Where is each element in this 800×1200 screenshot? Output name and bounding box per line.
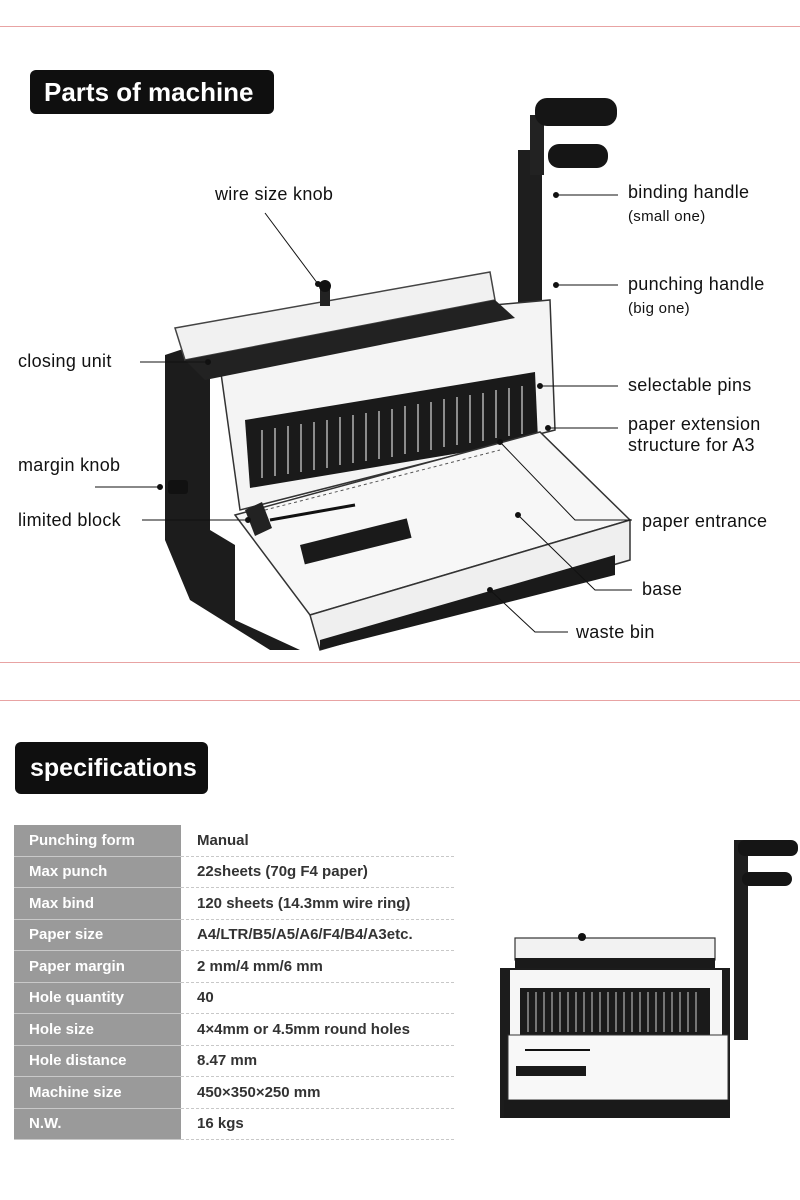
spec-value: 120 sheets (14.3mm wire ring) (181, 887, 454, 920)
spec-value: Manual (181, 825, 454, 857)
spec-value: 16 kgs (181, 1108, 454, 1140)
spec-key: Paper size (14, 919, 181, 951)
table-row: N.W.16 kgs (14, 1108, 454, 1140)
spec-key: Hole size (14, 1013, 181, 1046)
label-closing-unit: closing unit (18, 351, 112, 371)
section-divider-upper (0, 662, 800, 663)
label-limited-block: limited block (18, 510, 121, 530)
specs-heading: specifications (15, 742, 208, 794)
spec-value: 2 mm/4 mm/6 mm (181, 950, 454, 983)
spec-key: Punching form (14, 825, 181, 857)
spec-key: N.W. (14, 1108, 181, 1140)
label-binding-handle-note: (small one) (628, 208, 706, 225)
spec-key: Machine size (14, 1076, 181, 1109)
top-divider (0, 26, 800, 27)
spec-value: 8.47 mm (181, 1045, 454, 1077)
label-selectable-pins: selectable pins (628, 375, 752, 395)
spec-value: 450×350×250 mm (181, 1076, 454, 1109)
label-wire-size-knob: wire size knob (215, 184, 334, 204)
label-punching-handle: punching handle (628, 274, 765, 294)
label-base: base (642, 579, 683, 599)
label-punching-handle-note: (big one) (628, 300, 690, 317)
label-margin-knob: margin knob (18, 455, 121, 475)
parts-heading: Parts of machine (30, 70, 274, 114)
spec-value: A4/LTR/B5/A5/A6/F4/B4/A3etc. (181, 919, 454, 951)
machine-photo (500, 840, 798, 1118)
label-binding-handle: binding handle (628, 182, 750, 202)
spec-value: 40 (181, 982, 454, 1014)
label-paper-extension-2: structure for A3 (628, 435, 755, 455)
spec-key: Max bind (14, 887, 181, 920)
machine-diagram (95, 98, 632, 651)
section-divider-lower (0, 700, 800, 701)
spec-key: Hole quantity (14, 982, 181, 1014)
label-waste-bin: waste bin (576, 622, 655, 642)
label-paper-extension-1: paper extension (628, 414, 761, 434)
spec-value: 22sheets (70g F4 paper) (181, 856, 454, 888)
spec-value: 4×4mm or 4.5mm round holes (181, 1013, 454, 1046)
label-paper-entrance: paper entrance (642, 511, 768, 531)
spec-key: Hole distance (14, 1045, 181, 1077)
spec-key: Paper margin (14, 950, 181, 983)
spec-key: Max punch (14, 856, 181, 888)
